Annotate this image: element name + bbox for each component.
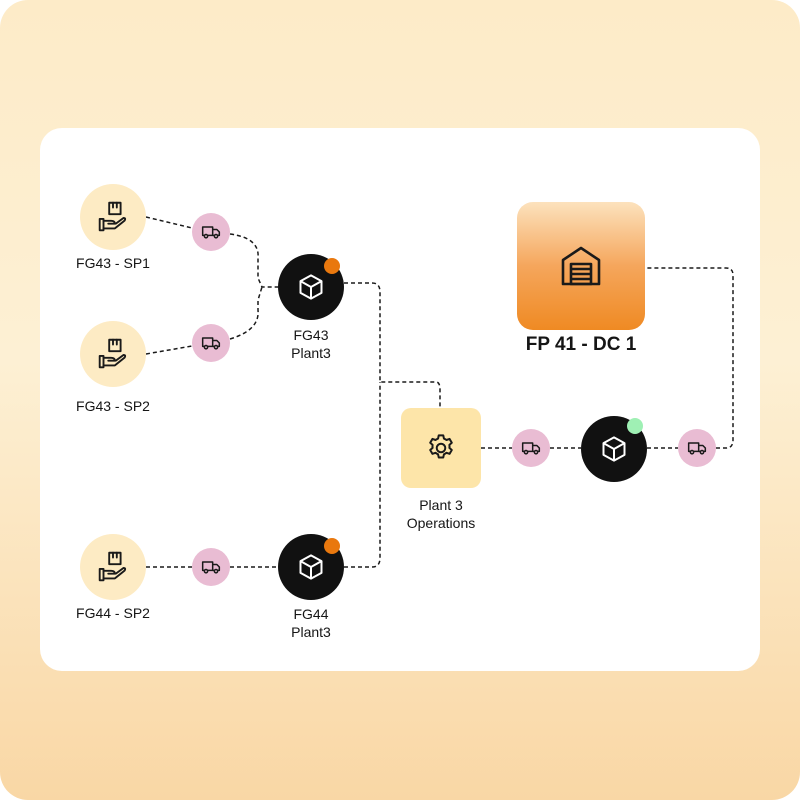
supplier-label-fg44-sp2: FG44 - SP2 — [76, 605, 150, 621]
link-fg44-ops — [344, 382, 381, 568]
truck-icon — [687, 442, 707, 455]
hand-package-icon — [98, 201, 127, 232]
supplier-node-fg44-sp2[interactable] — [80, 534, 146, 600]
distribution-center-node[interactable] — [517, 202, 645, 330]
operations-node-plant3[interactable] — [401, 408, 481, 488]
box-icon — [602, 436, 626, 462]
hand-package-icon — [98, 338, 127, 369]
supplier-label-fg43-sp1: FG43 - SP1 — [76, 255, 150, 271]
status-dot-fg43 — [324, 258, 340, 274]
truck-icon — [521, 442, 541, 455]
link-fg43-ops — [344, 282, 441, 408]
status-dot-dc — [627, 418, 643, 434]
truck-icon — [201, 561, 221, 574]
status-dot-fg44 — [324, 538, 340, 554]
link-truck1-fg43 — [229, 233, 278, 288]
truck-icon — [201, 337, 221, 350]
hand-package-icon — [98, 551, 127, 582]
link-sp1-truck — [145, 216, 193, 229]
gear-icon — [429, 434, 453, 459]
box-icon — [299, 274, 323, 300]
supplier-label-fg43-sp2: FG43 - SP2 — [76, 398, 150, 414]
link-truck5-dc — [645, 267, 734, 449]
transport-node-2[interactable] — [192, 324, 230, 362]
transport-node-3[interactable] — [192, 548, 230, 586]
supplier-node-fg43-sp1[interactable] — [80, 184, 146, 250]
distribution-center-label: FP 41 - DC 1 — [525, 334, 637, 355]
transport-node-5[interactable] — [678, 429, 716, 467]
box-icon — [299, 554, 323, 580]
link-truck2-fg43 — [229, 286, 263, 340]
supplier-node-fg43-sp2[interactable] — [80, 321, 146, 387]
transport-node-4[interactable] — [512, 429, 550, 467]
warehouse-icon — [561, 246, 601, 286]
link-sp2-truck — [145, 345, 193, 355]
transport-node-1[interactable] — [192, 213, 230, 251]
truck-icon — [201, 226, 221, 239]
